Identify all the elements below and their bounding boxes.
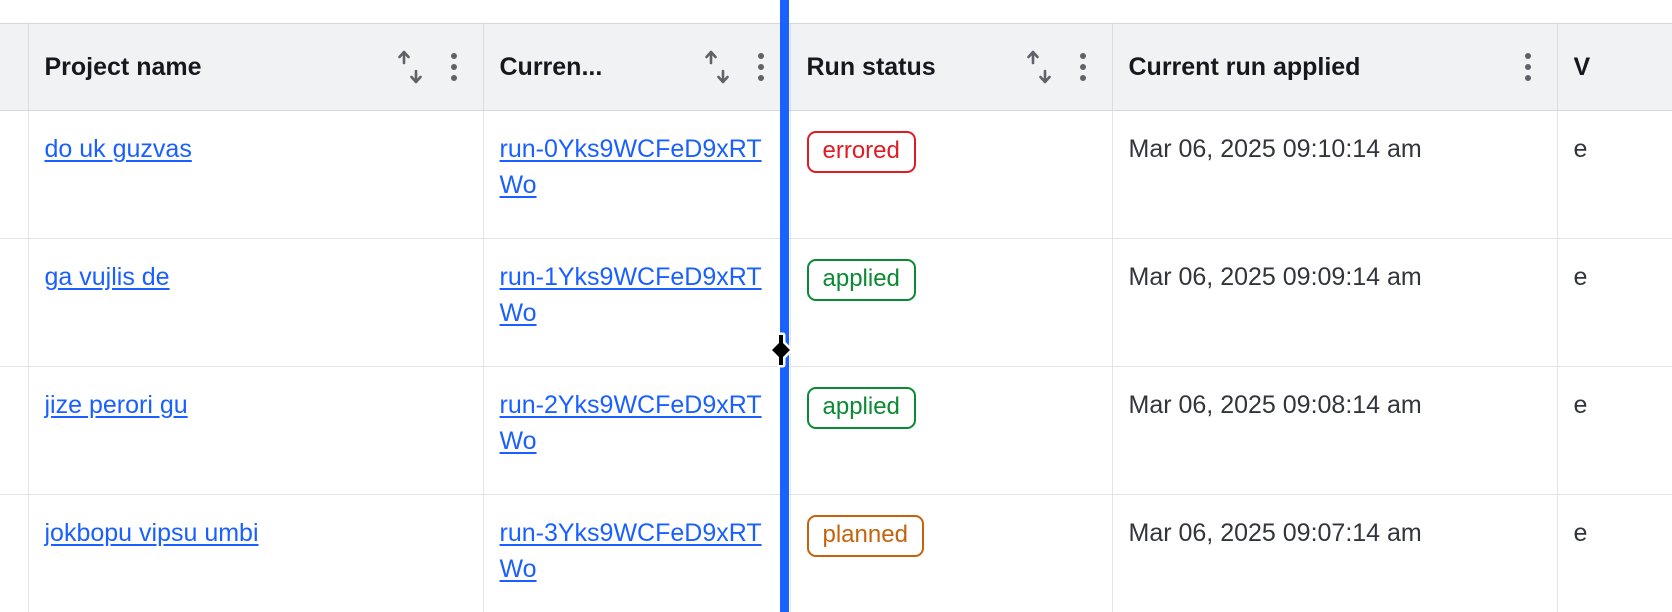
column-options-kebab-icon[interactable] bbox=[1070, 47, 1096, 87]
cell-current-run-applied: Mar 06, 2025 09:07:14 am bbox=[1112, 494, 1558, 612]
project-name-link[interactable]: jokbopu vipsu umbi bbox=[44, 519, 259, 547]
column-header-current-run[interactable]: Curren... bbox=[483, 23, 791, 111]
cell-project-name: jize perori gu bbox=[28, 366, 484, 495]
cell-project-name: ga vujlis de bbox=[28, 238, 484, 367]
column-header-current-run-applied[interactable]: Current run applied bbox=[1112, 23, 1558, 111]
current-run-applied-timestamp: Mar 06, 2025 09:08:14 am bbox=[1128, 391, 1422, 419]
row-select-cell[interactable] bbox=[0, 366, 29, 495]
cell-current-run: run-1Yks9WCFeD9xRTWo bbox=[483, 238, 791, 367]
column-header-v-truncated-label: V bbox=[1573, 52, 1591, 81]
table-header: Project name bbox=[0, 23, 1672, 111]
column-options-kebab-icon[interactable] bbox=[748, 47, 774, 87]
current-run-link[interactable]: run-1Yks9WCFeD9xRTWo bbox=[499, 263, 762, 328]
row-select-cell[interactable] bbox=[0, 110, 29, 239]
cell-current-run-applied: Mar 06, 2025 09:08:14 am bbox=[1112, 366, 1558, 495]
current-run-link[interactable]: run-0Yks9WCFeD9xRTWo bbox=[499, 135, 762, 200]
status-badge: applied bbox=[806, 259, 916, 301]
cell-project-name: do uk guzvas bbox=[28, 110, 484, 239]
sort-icon[interactable] bbox=[700, 47, 734, 87]
cell-run-status: applied bbox=[790, 238, 1113, 367]
current-run-applied-timestamp: Mar 06, 2025 09:10:14 am bbox=[1128, 135, 1422, 163]
table-row[interactable]: ga vujlis de run-1Yks9WCFeD9xRTWo applie… bbox=[0, 238, 1672, 367]
cell-current-run-applied: Mar 06, 2025 09:09:14 am bbox=[1112, 238, 1558, 367]
status-badge: errored bbox=[806, 131, 916, 173]
row-select-cell[interactable] bbox=[0, 494, 29, 612]
table-body: do uk guzvas run-0Yks9WCFeD9xRTWo errore… bbox=[0, 110, 1672, 612]
column-header-project-name-label: Project name bbox=[44, 52, 202, 81]
top-strip bbox=[0, 0, 1672, 23]
column-header-current-run-label: Curren... bbox=[499, 52, 603, 81]
v-truncated-value: e bbox=[1573, 263, 1588, 291]
column-header-run-status-label: Run status bbox=[806, 52, 936, 81]
project-name-link[interactable]: ga vujlis de bbox=[44, 263, 170, 291]
table-row[interactable]: jize perori gu run-2Yks9WCFeD9xRTWo appl… bbox=[0, 366, 1672, 495]
cell-v-truncated: e bbox=[1557, 494, 1672, 612]
current-run-link[interactable]: run-2Yks9WCFeD9xRTWo bbox=[499, 391, 762, 456]
cell-current-run-applied: Mar 06, 2025 09:10:14 am bbox=[1112, 110, 1558, 239]
v-truncated-value: e bbox=[1573, 519, 1588, 547]
sort-icon[interactable] bbox=[1022, 47, 1056, 87]
sort-icon[interactable] bbox=[393, 47, 427, 87]
cell-run-status: planned bbox=[790, 494, 1113, 612]
status-badge: planned bbox=[806, 515, 924, 557]
current-run-link[interactable]: run-3Yks9WCFeD9xRTWo bbox=[499, 519, 762, 584]
column-options-kebab-icon[interactable] bbox=[1515, 47, 1541, 87]
table-row[interactable]: jokbopu vipsu umbi run-3Yks9WCFeD9xRTWo … bbox=[0, 494, 1672, 612]
projects-table: Project name bbox=[0, 23, 1672, 612]
cell-current-run: run-0Yks9WCFeD9xRTWo bbox=[483, 110, 791, 239]
column-header-select[interactable] bbox=[0, 23, 29, 111]
project-name-link[interactable]: jize perori gu bbox=[44, 391, 188, 419]
cell-run-status: errored bbox=[790, 110, 1113, 239]
status-badge: applied bbox=[806, 387, 916, 429]
column-header-run-status[interactable]: Run status bbox=[790, 23, 1113, 111]
column-header-project-name[interactable]: Project name bbox=[28, 23, 484, 111]
current-run-applied-timestamp: Mar 06, 2025 09:07:14 am bbox=[1128, 519, 1422, 547]
cell-project-name: jokbopu vipsu umbi bbox=[28, 494, 484, 612]
column-header-v-truncated[interactable]: V bbox=[1557, 23, 1672, 111]
project-name-link[interactable]: do uk guzvas bbox=[44, 135, 192, 163]
cell-v-truncated: e bbox=[1557, 238, 1672, 367]
cell-v-truncated: e bbox=[1557, 110, 1672, 239]
column-header-current-run-applied-label: Current run applied bbox=[1128, 52, 1361, 81]
data-grid: Project name bbox=[0, 23, 1672, 612]
row-select-cell[interactable] bbox=[0, 238, 29, 367]
cell-run-status: applied bbox=[790, 366, 1113, 495]
column-options-kebab-icon[interactable] bbox=[441, 47, 467, 87]
cell-v-truncated: e bbox=[1557, 366, 1672, 495]
table-row[interactable]: do uk guzvas run-0Yks9WCFeD9xRTWo errore… bbox=[0, 110, 1672, 239]
v-truncated-value: e bbox=[1573, 135, 1588, 163]
cell-current-run: run-2Yks9WCFeD9xRTWo bbox=[483, 366, 791, 495]
current-run-applied-timestamp: Mar 06, 2025 09:09:14 am bbox=[1128, 263, 1422, 291]
header-row: Project name bbox=[0, 23, 1672, 111]
cell-current-run: run-3Yks9WCFeD9xRTWo bbox=[483, 494, 791, 612]
v-truncated-value: e bbox=[1573, 391, 1588, 419]
